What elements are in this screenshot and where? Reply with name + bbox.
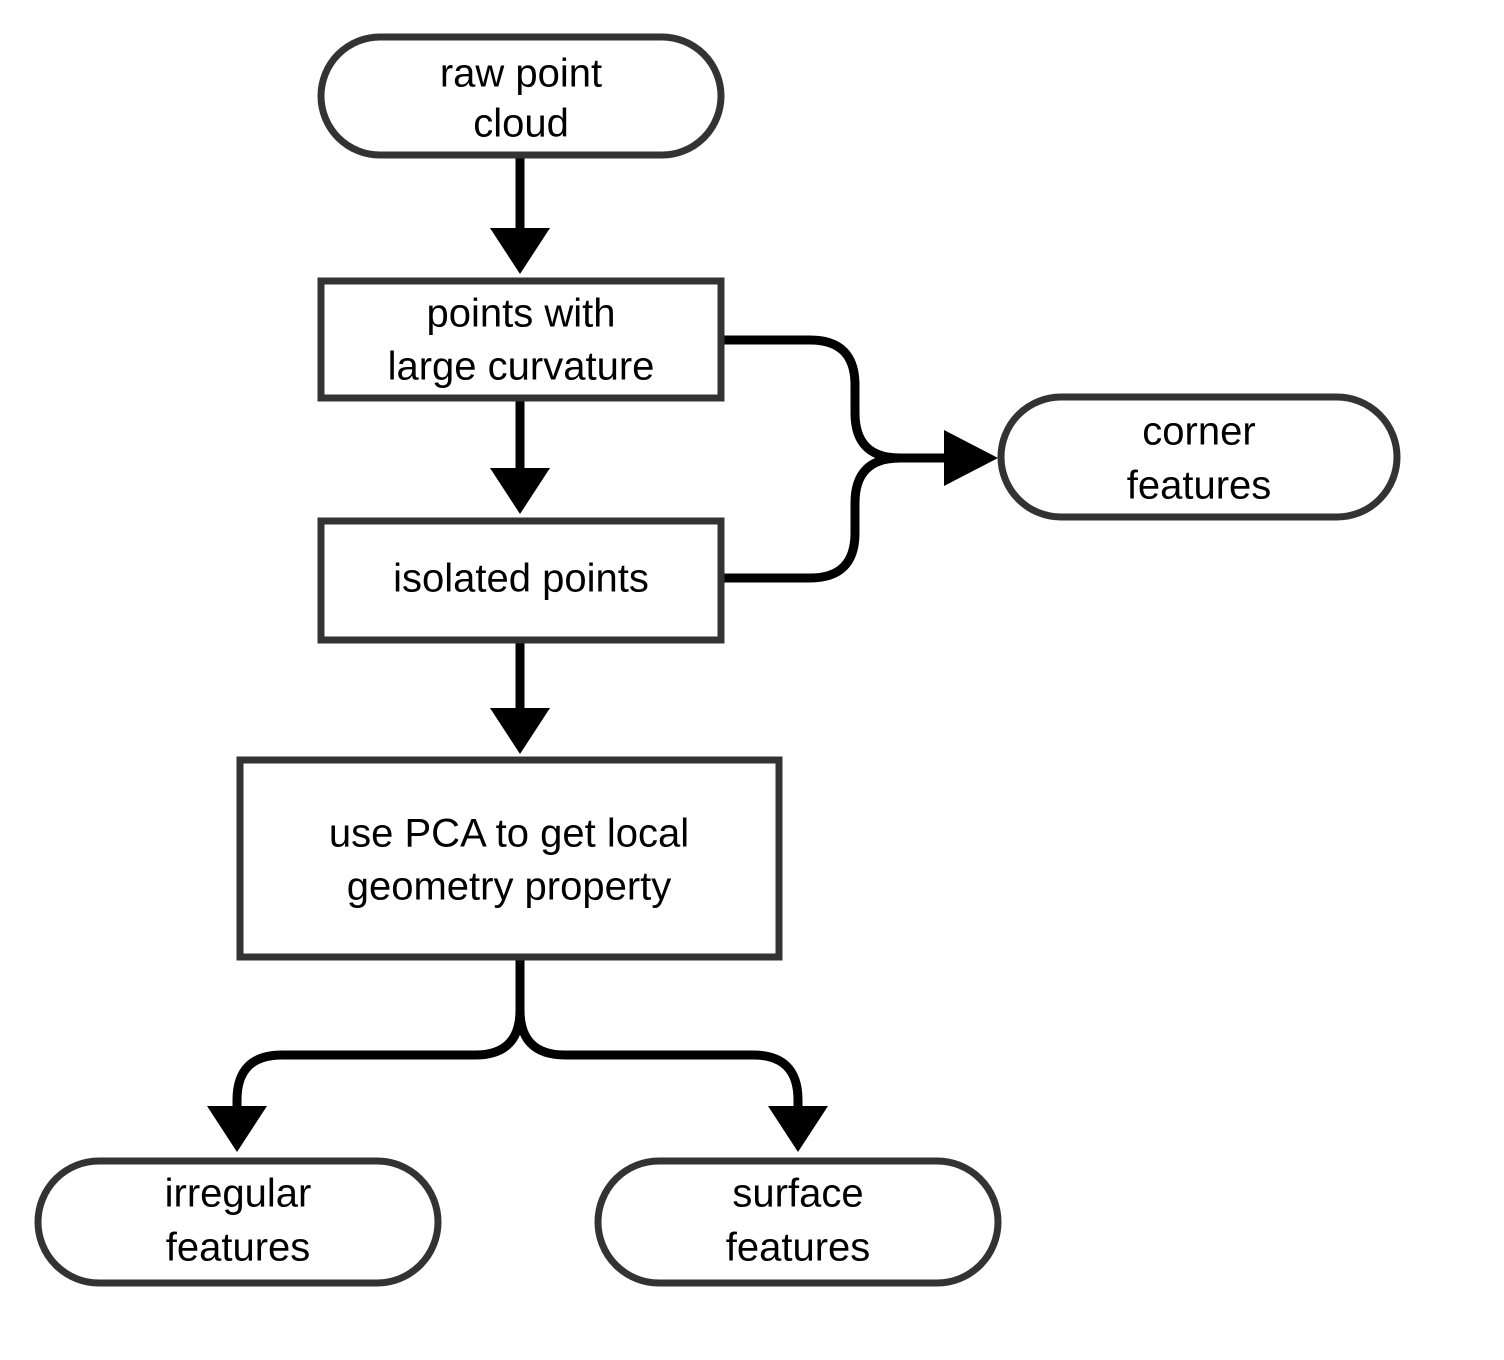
node-label-line: features: [1127, 464, 1272, 508]
edge-points-with-large-curvature-to-corner-features: [722, 335, 944, 463]
node-label-line: isolated points: [393, 557, 649, 601]
arrow-head-icon: [944, 430, 998, 486]
edge-isolated-points-to-corner-features: [722, 430, 998, 583]
node-shape-stadium: [594, 1157, 1002, 1287]
node-label-line: surface: [732, 1172, 863, 1216]
node-irregular-features[interactable]: irregular features: [34, 1157, 442, 1287]
node-shape-rect: [317, 277, 725, 402]
edge-line: [722, 453, 944, 583]
node-label-line: cloud: [473, 102, 569, 146]
edge-points-with-large-curvature-to-isolated-points: [490, 400, 550, 514]
node-shape-stadium: [317, 33, 725, 159]
edge-use-pca-to-surface-features: [515, 960, 828, 1152]
node-label-line: irregular: [165, 1172, 312, 1216]
node-raw-point-cloud[interactable]: raw point cloud: [317, 33, 725, 159]
edge-line: [232, 960, 525, 1108]
node-label-line: corner: [1142, 410, 1255, 454]
arrow-head-icon: [490, 468, 550, 514]
edge-line: [722, 335, 944, 463]
node-label-line: large curvature: [388, 345, 655, 389]
node-shape-rect: [317, 517, 725, 644]
node-points-with-large-curvature[interactable]: points with large curvature: [317, 277, 725, 402]
arrow-head-icon: [207, 1106, 267, 1152]
node-label-line: use PCA to get local: [329, 812, 689, 856]
edge-isolated-points-to-use-pca: [490, 643, 550, 754]
node-shape-stadium: [997, 393, 1401, 521]
node-surface-features[interactable]: surface features: [594, 1157, 1002, 1287]
arrow-head-icon: [768, 1106, 828, 1152]
arrow-head-icon: [490, 708, 550, 754]
arrow-head-icon: [490, 228, 550, 274]
node-shape-rect: [236, 756, 783, 961]
edge-line: [515, 960, 803, 1108]
node-label-line: geometry property: [347, 865, 672, 909]
node-label-line: features: [726, 1226, 871, 1270]
edge-use-pca-to-irregular-features: [207, 960, 525, 1152]
node-isolated-points[interactable]: isolated points: [317, 517, 725, 644]
node-label-line: raw point: [440, 52, 602, 96]
node-label-line: features: [166, 1226, 311, 1270]
node-use-pca-to-get-local-geometry-property[interactable]: use PCA to get local geometry property: [236, 756, 783, 961]
node-corner-features[interactable]: corner features: [997, 393, 1401, 521]
node-label-line: points with: [427, 292, 616, 336]
edge-raw-point-cloud-to-points-with-large-curvature: [490, 155, 550, 274]
node-shape-stadium: [34, 1157, 442, 1287]
